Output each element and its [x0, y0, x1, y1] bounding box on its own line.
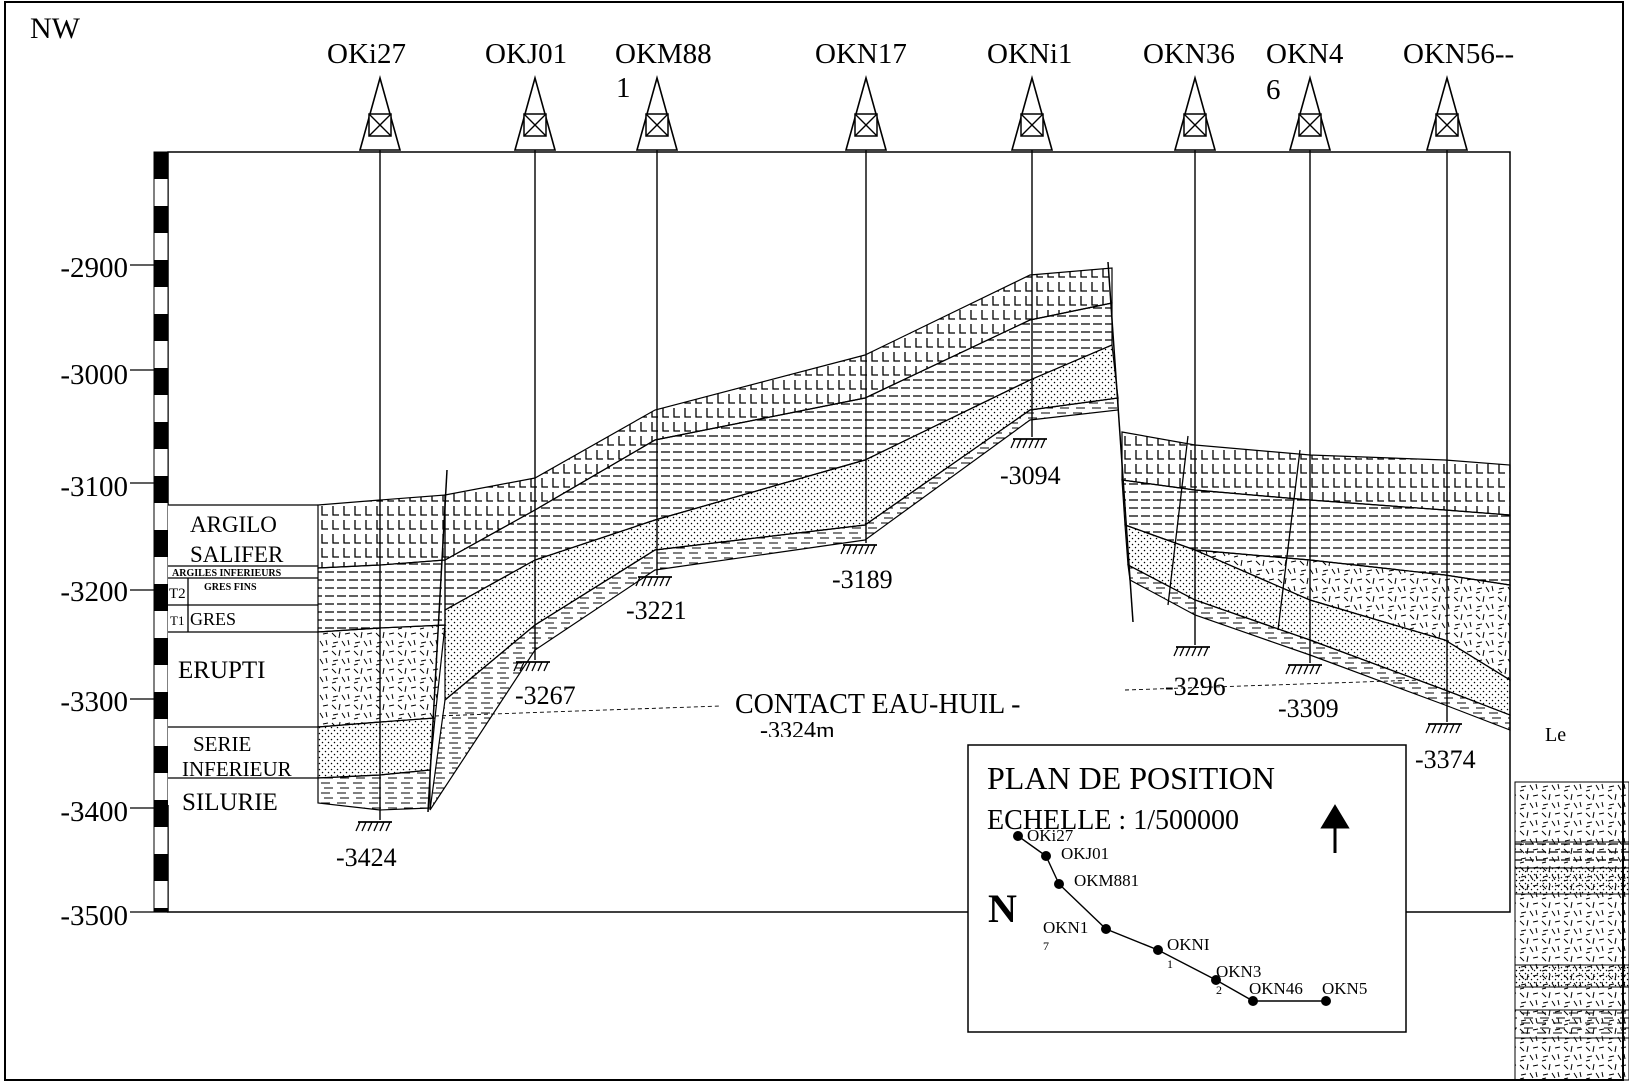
scale-bar-segment: [154, 692, 168, 719]
cropped-legend-fragment: Le: [1515, 724, 1629, 1080]
layer-eruptive-left: [318, 625, 445, 727]
corner-label: NW: [30, 12, 81, 45]
well-name: OKNi1: [987, 38, 1072, 70]
well-depth: -3309: [1278, 694, 1339, 723]
well-name: OKN36: [1143, 38, 1235, 70]
depth-tick-label: -3400: [60, 796, 128, 828]
layer-clay-left: [318, 560, 445, 632]
depth-tick-label: -3000: [60, 359, 128, 391]
depth-tick-label: -3200: [60, 576, 128, 608]
legend-salifer: SALIFER: [190, 542, 284, 567]
well-name: OKN17: [815, 38, 907, 70]
depth-scale-bar: [154, 152, 168, 912]
legend-serie: SERIE: [193, 732, 251, 756]
plan-well-label: 7: [1043, 939, 1049, 953]
edge-fragment-text: Le: [1545, 724, 1566, 746]
scale-bar-segment: [154, 152, 168, 179]
scale-bar-segment: [154, 476, 168, 503]
plan-well-label: 1: [1167, 957, 1173, 971]
layer-series-left: [318, 718, 435, 778]
plan-north-label: N: [988, 886, 1017, 931]
legend-t2: T2: [169, 586, 186, 602]
scale-bar-segment: [154, 368, 168, 395]
depth-axis: -2900 -3000 -3100 -3200 -3300 -3400 -350…: [60, 252, 168, 932]
well-name-line2: 1: [616, 72, 631, 104]
scale-bar-segment: [154, 206, 168, 233]
geologic-layers: [318, 262, 1510, 812]
scale-bar-segment: [154, 584, 168, 611]
plan-title: PLAN DE POSITION: [987, 760, 1275, 796]
well-depth: -3296: [1165, 672, 1226, 701]
legend-gres-fins: GRES FINS: [204, 582, 257, 593]
plan-well-label: OKi27: [1027, 826, 1074, 845]
scale-bar-segment: [154, 638, 168, 665]
depth-tick-label: -2900: [60, 252, 128, 284]
plan-scale: ECHELLE : 1/500000: [987, 805, 1239, 836]
scale-bar-segment: [154, 314, 168, 341]
contact-label: CONTACT EAU-HUIL -: [735, 689, 1021, 720]
plan-well-label: OKJ01: [1061, 844, 1109, 863]
legend-gres: GRES: [190, 609, 236, 629]
scale-bar-segment: [154, 422, 168, 449]
plan-well-label: 2: [1216, 983, 1222, 997]
scale-bar-segment: [154, 854, 168, 881]
legend-erupti: ERUPTI: [178, 657, 266, 684]
well-depth: -3189: [832, 565, 893, 594]
scale-bar-segment: [154, 530, 168, 557]
legend-inferieur: INFERIEUR: [182, 757, 292, 781]
depth-tick-label: -3100: [60, 471, 128, 503]
legend-silurie: SILURIE: [182, 789, 278, 816]
well-name: OKM88: [615, 38, 712, 70]
legend-argiles-inferieurs: ARGILES INFERIEURS: [172, 568, 282, 579]
well-depth: -3094: [1000, 461, 1061, 490]
stratigraphy-column: ARGILO SALIFER ARGILES INFERIEURS T2 GRE…: [168, 505, 318, 816]
depth-tick-label: -3500: [60, 900, 128, 932]
legend-t1: T1: [170, 613, 184, 628]
position-plan-inset: PLAN DE POSITION ECHELLE : 1/500000 N OK…: [968, 745, 1406, 1032]
well-name-line2: 6: [1266, 74, 1281, 106]
depth-tick-label: -3300: [60, 686, 128, 718]
scale-bar-segment: [154, 800, 168, 827]
well-name: OKN4: [1266, 38, 1344, 70]
well-name: OKJ01: [485, 38, 567, 70]
legend-argilo: ARGILO: [190, 512, 277, 537]
well-depth: -3374: [1415, 745, 1476, 774]
well-depth: -3221: [626, 596, 687, 625]
plan-well-label: OKN5: [1322, 979, 1367, 998]
plan-well-label: OKM881: [1074, 871, 1139, 890]
plan-well-label: OKN46: [1249, 979, 1303, 998]
well-name: OKN56--: [1403, 38, 1514, 70]
scale-bar-segment: [154, 260, 168, 287]
layer-salt-left: [318, 495, 445, 568]
scale-bar-segment: [154, 746, 168, 773]
plan-well-label: OKN1: [1043, 918, 1088, 937]
well-name: OKi27: [327, 38, 406, 70]
well-depth: -3424: [336, 843, 397, 872]
well-depth: -3267: [515, 681, 576, 710]
plan-well-label: OKNI: [1167, 935, 1210, 954]
